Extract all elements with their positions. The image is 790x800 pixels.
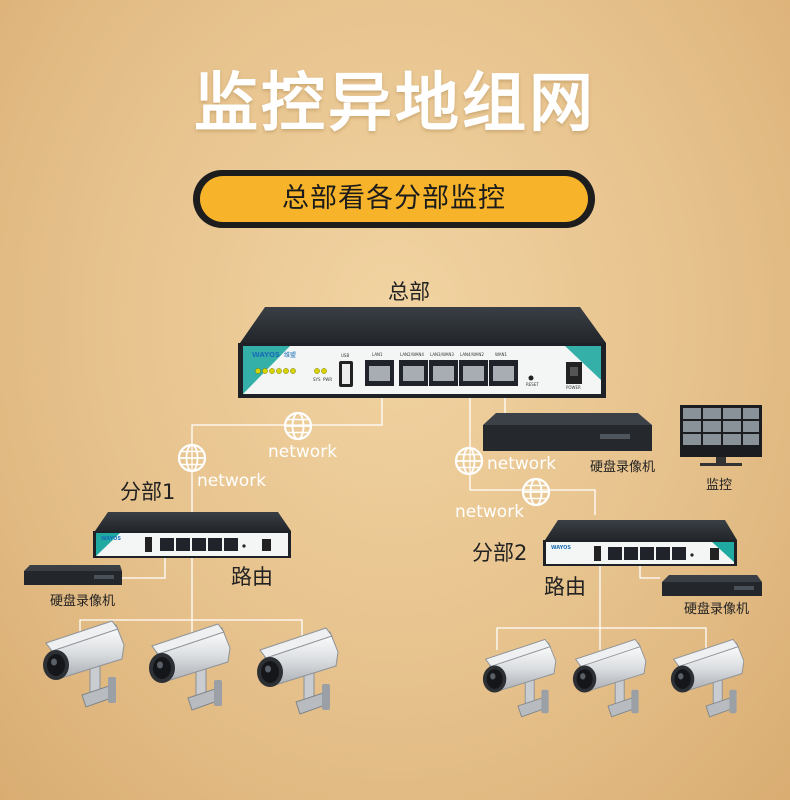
hq-brand: WAYOS <box>252 351 280 359</box>
label-branch2: 分部2 <box>472 541 528 565</box>
camera-icon <box>572 638 647 718</box>
camera-icon <box>482 638 557 718</box>
branch2-nvr <box>662 575 762 596</box>
label-branch2-nvr: 硬盘录像机 <box>684 602 750 617</box>
hq-port-label: WAN1 <box>495 352 507 357</box>
globe-icon-branch2-lower <box>521 477 551 507</box>
monitor-wall-icon <box>680 405 762 466</box>
hq-router: WAYOS 维盟 SYS PWR USB LAN1 LAN2/WAN4 LAN3… <box>238 307 606 398</box>
label-network-branch2-lower: network <box>455 502 525 522</box>
subtitle-pill: 总部看各分部监控 <box>200 176 588 222</box>
label-hq-nvr: 硬盘录像机 <box>590 460 656 475</box>
label-network-branch1: network <box>197 471 267 491</box>
label-network-hq: network <box>268 442 338 462</box>
globe-icon-branch2-upper <box>454 446 484 476</box>
hq-sys-label: SYS <box>313 377 321 382</box>
hq-reset-label: RESET <box>526 382 539 387</box>
hq-port-label: LAN3/WAN3 <box>430 352 454 357</box>
label-branch1-nvr: 硬盘录像机 <box>50 594 116 609</box>
hq-brand-cn: 维盟 <box>284 351 296 359</box>
label-router-branch2: 路由 <box>544 575 586 599</box>
page-title: 监控异地组网 <box>194 67 596 141</box>
label-router-branch1: 路由 <box>231 565 273 589</box>
label-network-branch2-upper: network <box>487 454 557 474</box>
camera-icon <box>148 623 231 711</box>
branch2-router: WAYOS <box>543 520 737 566</box>
globe-icon-hq <box>283 411 313 441</box>
hq-usb-label: USB <box>341 353 349 358</box>
branch2-brand: WAYOS <box>551 545 571 551</box>
branch1-nvr <box>24 565 122 585</box>
camera-icon <box>256 627 339 715</box>
label-monitor: 监控 <box>706 478 733 493</box>
hq-pwr-label: PWR <box>323 377 332 382</box>
hq-nvr <box>483 413 652 451</box>
branch1-brand: WAYOS <box>101 536 121 542</box>
label-branch1: 分部1 <box>120 480 176 504</box>
camera-icon <box>42 620 125 708</box>
branch1-router: WAYOS <box>93 512 291 558</box>
label-hq: 总部 <box>388 280 430 304</box>
hq-port-label: LAN2/WAN4 <box>400 352 424 357</box>
hq-port-label: LAN1 <box>372 352 383 357</box>
camera-icon <box>670 638 745 718</box>
hq-power-label: POWER <box>566 385 581 390</box>
hq-port-label: LAN4/WAN2 <box>460 352 484 357</box>
